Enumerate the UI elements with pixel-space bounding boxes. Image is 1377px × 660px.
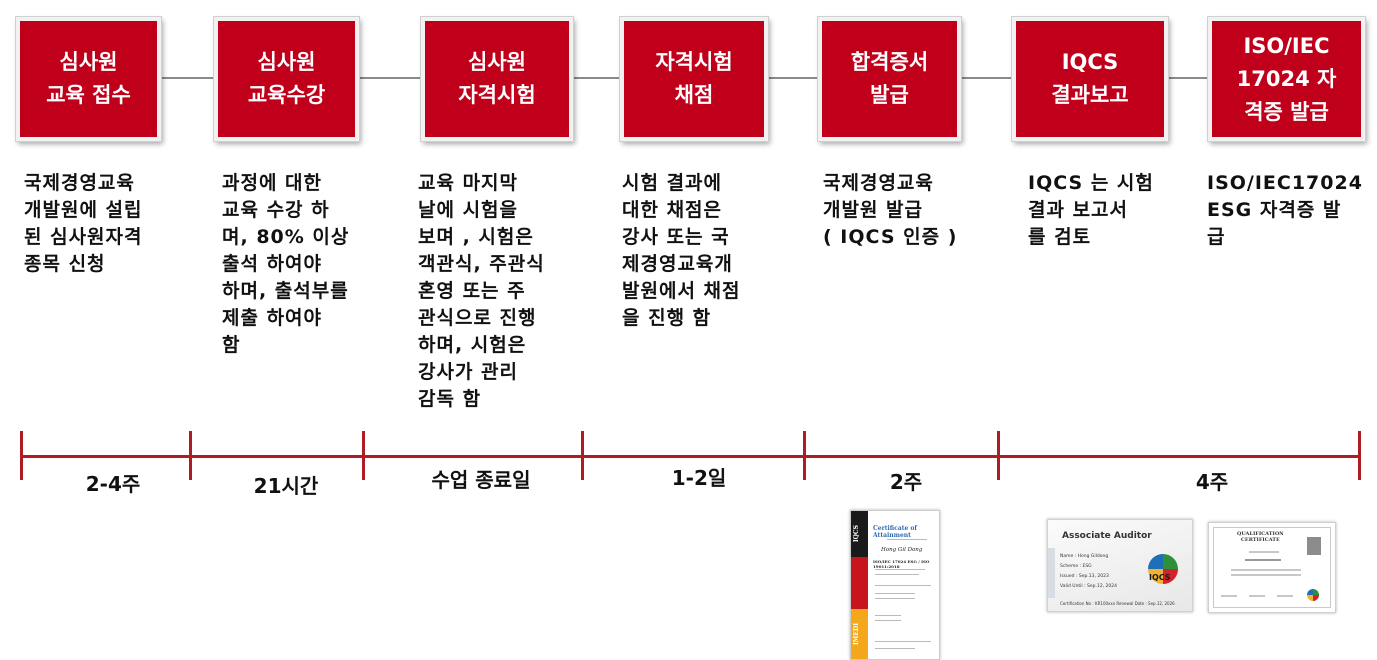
step-title: 심사원 교육수강 bbox=[247, 50, 326, 107]
card-footer: Certification No : KR100xxx Renewal Date… bbox=[1060, 601, 1175, 606]
connector bbox=[960, 77, 1014, 79]
qualification-certificate-image: QUALIFICATION CERTIFICATE bbox=[1208, 522, 1336, 613]
card-row: Issued : Sep.13, 2023 bbox=[1060, 574, 1109, 579]
cert-text-line bbox=[1249, 551, 1279, 553]
cert-text-line bbox=[875, 574, 919, 575]
connector bbox=[767, 77, 821, 79]
timeline-axis bbox=[20, 455, 1361, 458]
cert-band bbox=[851, 557, 868, 609]
step-box-1: 심사원 교육 접수 bbox=[16, 17, 161, 141]
step-description-4: 시험 결과에 대한 채점은 강사 또는 국 제경영교육개 발원에서 채점 을 진… bbox=[622, 172, 741, 329]
step-box-6: IQCS 결과보고 bbox=[1012, 17, 1168, 141]
cert-band bbox=[851, 511, 868, 557]
iqcs-logo-icon bbox=[1148, 554, 1178, 584]
cert-band bbox=[851, 609, 868, 659]
step-description-6: IQCS 는 시험 결과 보고서 를 검토 bbox=[1028, 172, 1154, 248]
step-box-2: 심사원 교육수강 bbox=[214, 17, 359, 141]
step-title: 합격증서 발급 bbox=[850, 50, 929, 107]
timeline-tick bbox=[803, 431, 806, 480]
cert-side-label: IQCS bbox=[853, 525, 860, 543]
duration-label: 2주 bbox=[889, 470, 923, 494]
step-box-5: 합격증서 발급 bbox=[818, 17, 961, 141]
cert-text-line bbox=[1245, 559, 1281, 561]
card-row: Valid Until : Sep.12, 2024 bbox=[1060, 584, 1118, 589]
card-stripe bbox=[1048, 548, 1055, 598]
timeline-tick bbox=[362, 431, 365, 480]
cert-side-label: IMEDI bbox=[853, 623, 860, 646]
cert-text-line bbox=[1249, 595, 1265, 597]
duration-label: 4주 bbox=[1195, 470, 1229, 494]
timeline-tick bbox=[1358, 431, 1361, 480]
connector bbox=[1167, 77, 1211, 79]
qual-cert-title: QUALIFICATION CERTIFICATE bbox=[1237, 531, 1284, 543]
connector bbox=[160, 77, 220, 79]
cert-text-line bbox=[875, 585, 931, 586]
cert-text-line bbox=[1231, 569, 1301, 571]
card-row: Scheme : ESG bbox=[1060, 564, 1092, 569]
cert-text-line bbox=[875, 620, 901, 621]
step-description-3: 교육 마지막 날에 시험을 보며 , 시험은 객관식, 주관식 혼영 또는 주 … bbox=[418, 172, 545, 410]
card-title: Associate Auditor bbox=[1062, 531, 1152, 541]
timeline-tick bbox=[189, 431, 192, 480]
cert-standard: ISO/IEC 17024 ESG / ISO 19011:2018 bbox=[873, 559, 930, 569]
duration-label: 1-2일 bbox=[671, 466, 727, 490]
connector bbox=[358, 77, 422, 79]
duration-label: 21시간 bbox=[253, 474, 319, 498]
photo-placeholder bbox=[1307, 537, 1321, 555]
step-description-2: 과정에 대한 교육 수강 하 며, 80% 이상 출석 하여야 하며, 출석부를… bbox=[222, 172, 350, 356]
cert-text-line bbox=[875, 648, 915, 649]
cert-text-line bbox=[875, 593, 915, 594]
timeline-tick bbox=[581, 431, 584, 480]
step-box-3: 심사원 자격시험 bbox=[421, 17, 573, 141]
iqcs-logo-icon bbox=[1307, 589, 1319, 601]
duration-label: 수업 종료일 bbox=[431, 468, 531, 492]
cert-text-line bbox=[887, 539, 927, 540]
step-description-1: 국제경영교육 개발원에 설립 된 심사원자격 종목 신청 bbox=[24, 172, 143, 275]
card-row: Name : Hong Gildong bbox=[1060, 554, 1109, 559]
cert-text-line bbox=[1231, 574, 1301, 576]
cert-title: Certificate of Attainment bbox=[873, 525, 917, 539]
step-description-7: ISO/IEC17024 ESG 자격증 발 급 bbox=[1207, 172, 1363, 248]
step-box-7: ISO/IEC 17024 자 격증 발급 bbox=[1208, 17, 1365, 141]
cert-text-line bbox=[1221, 595, 1237, 597]
cert-name: Hong Gil Dong bbox=[881, 547, 923, 553]
timeline-tick bbox=[20, 431, 23, 480]
step-title: IQCS 결과보고 bbox=[1051, 50, 1129, 107]
step-title: 심사원 자격시험 bbox=[458, 50, 536, 107]
cert-frame bbox=[1213, 527, 1331, 608]
connector bbox=[572, 77, 624, 79]
certificate-of-attainment-image: IQCS IMEDI Certificate of Attainment Hon… bbox=[850, 510, 940, 660]
timeline-tick bbox=[997, 431, 1000, 480]
cert-text-line bbox=[875, 569, 925, 570]
step-box-4: 자격시험 채점 bbox=[620, 17, 768, 141]
step-title: 심사원 교육 접수 bbox=[46, 50, 131, 107]
step-description-5: 국제경영교육 개발원 발급 ( IQCS 인증 ) bbox=[823, 172, 958, 248]
duration-label: 2-4주 bbox=[85, 472, 141, 496]
card-logo-text: IQCS bbox=[1149, 573, 1171, 582]
cert-text-line bbox=[1277, 595, 1293, 597]
associate-auditor-card-image: Associate Auditor Name : Hong Gildong Sc… bbox=[1047, 519, 1193, 612]
step-title: 자격시험 채점 bbox=[655, 50, 733, 107]
cert-text-line bbox=[875, 615, 901, 616]
cert-text-line bbox=[875, 641, 931, 642]
cert-text-line bbox=[875, 598, 915, 599]
step-title: ISO/IEC 17024 자 격증 발급 bbox=[1236, 33, 1337, 124]
